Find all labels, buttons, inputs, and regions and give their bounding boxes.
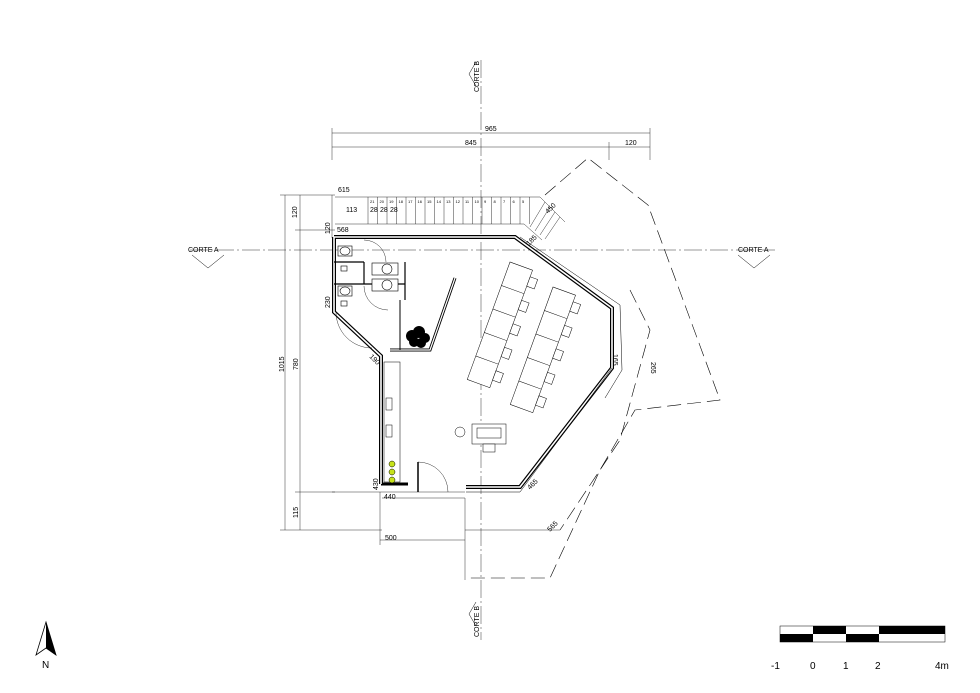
scale-label-0: 0	[810, 661, 816, 672]
stair-step-number: 7	[503, 199, 506, 204]
dim-wall-568: 568	[337, 227, 349, 234]
section-cut-a-right: CORTE A	[737, 247, 771, 269]
dim-stair-length: 615	[338, 187, 350, 194]
scale-label-4m: 4m	[935, 661, 949, 672]
dim-stair-rise: 113	[346, 207, 357, 214]
dim-step-a: 28	[370, 207, 378, 214]
stair-step-number: 10	[475, 199, 480, 204]
dim-wall-780: 780	[293, 358, 300, 370]
roof-outline	[465, 157, 721, 579]
stair-step-number: 13	[446, 199, 451, 204]
section-cut-b-bottom: CORTE B	[468, 601, 481, 637]
stair-step-number: 15	[427, 199, 432, 204]
stair-step-number: 20	[380, 199, 385, 204]
dim-overall-width: 965	[485, 126, 497, 133]
appliance-dots	[388, 460, 396, 484]
scale-label-minus1: -1	[771, 661, 780, 672]
scale-label-2: 2	[875, 661, 881, 672]
stair-step-number: 5	[522, 199, 525, 204]
section-label-a-right: CORTE A	[738, 247, 769, 254]
desk-row-left	[466, 261, 538, 388]
dim-wall-430: 430	[373, 478, 380, 490]
building-walls	[332, 235, 623, 493]
stair-step-number: 12	[456, 199, 461, 204]
dim-step-b: 28	[380, 207, 388, 214]
dim-bottom-115: 115	[293, 507, 300, 518]
scale-bar: -1 0 1 2 4m	[771, 625, 949, 672]
stair-step-number: 17	[408, 199, 413, 204]
dim-outer-565: 565	[546, 520, 559, 533]
stair-step-numbers: 21 20 19 18 17 16 15 14 13 12 11 10 9 8 7 6 5	[370, 199, 525, 204]
reception-desk	[454, 423, 507, 453]
dim-wall-230: 230	[325, 296, 332, 308]
dim-entry-440: 440	[384, 494, 396, 501]
north-label: N	[42, 660, 49, 671]
stair-step-number: 11	[465, 199, 470, 204]
dim-inner-top-margin: 120	[325, 222, 332, 234]
stair-step-number: 14	[437, 199, 442, 204]
stair-step-number: 18	[399, 199, 404, 204]
section-cut-b-top: CORTE B	[468, 61, 481, 92]
plant-icon	[406, 326, 430, 348]
dim-right-offset: 120	[625, 140, 637, 147]
stair-step-number: 19	[389, 199, 394, 204]
dimension-lines	[280, 128, 651, 580]
section-label-a-left: CORTE A	[188, 247, 219, 254]
dim-outer-265: 265	[649, 362, 656, 374]
toilets	[337, 245, 399, 307]
stair-step-number: 6	[513, 199, 516, 204]
north-arrow-icon: N	[35, 620, 57, 671]
stair-step-number: 9	[484, 199, 487, 204]
section-label-b-bottom: CORTE B	[474, 606, 481, 637]
dim-main-width: 845	[465, 140, 477, 147]
dimension-labels: 965 845 120 615 113 28 28 28 120 120 568…	[279, 126, 656, 542]
desk-row-right	[509, 286, 581, 413]
dim-top-margin: 120	[292, 206, 299, 218]
scale-label-1: 1	[843, 661, 849, 672]
stair	[335, 196, 566, 241]
section-cut-a-left: CORTE A	[188, 247, 225, 269]
door-swings	[335, 239, 449, 493]
stair-step-number: 21	[370, 199, 375, 204]
stair-step-number: 16	[418, 199, 423, 204]
dim-wall-165: 165	[611, 354, 618, 366]
section-label-b-top: CORTE B	[474, 61, 481, 92]
stair-step-number: 8	[494, 199, 497, 204]
dim-step-c: 28	[390, 207, 398, 214]
dim-bottom-500: 500	[385, 535, 397, 542]
dim-total-height: 1015	[279, 356, 286, 372]
dim-diag-450: 450	[544, 202, 557, 215]
dim-wall-465: 465	[526, 478, 539, 491]
